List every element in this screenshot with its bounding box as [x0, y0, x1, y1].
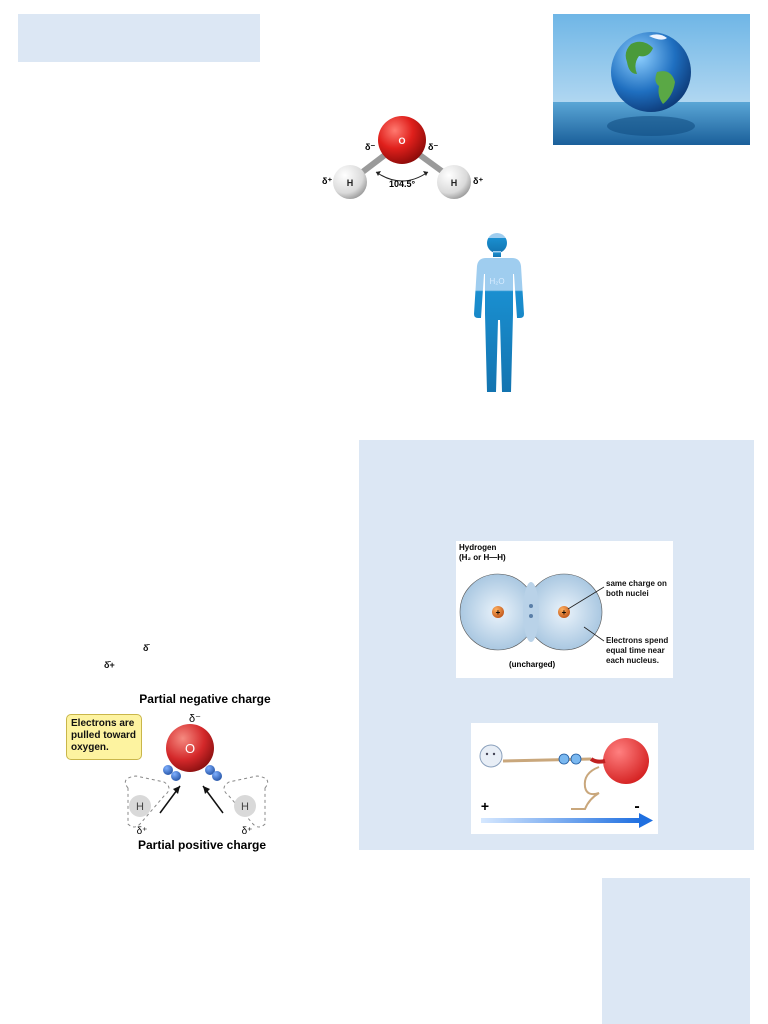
human-water-figure: H₂O	[468, 232, 526, 397]
tug-plus: +	[481, 798, 489, 814]
water-molecule-figure: O H H δ⁻ δ⁻ δ⁺ δ⁺ 104.5°	[318, 112, 493, 207]
partial-negative-title: Partial negative charge	[139, 692, 271, 706]
body-h2o-label: H₂O	[489, 277, 504, 286]
h-right-label: H	[451, 178, 458, 188]
electrons-callout: Electrons are pulled toward oxygen.	[66, 714, 142, 760]
oxygen-label: O	[398, 136, 405, 146]
hydrogen-atom-left	[333, 165, 367, 199]
nucleus-plus-right: +	[562, 608, 567, 617]
polar-water-diagram: Partial negative charge δ⁻ O H H δ⁺ δ⁺ P…	[60, 688, 275, 856]
polar-delta-left: δ⁺	[137, 826, 148, 837]
right-info-panel: Hydrogen (H₂ or H—H) + + (uncharged) sam…	[359, 440, 754, 850]
earth-water-image	[553, 14, 750, 145]
hydrogen-formula: (H₂ or H—H)	[459, 553, 506, 562]
polar-h-right-label: H	[241, 801, 249, 813]
hydrogen-title: Hydrogen	[459, 543, 496, 552]
oxygen-atom	[378, 116, 426, 164]
polar-oxygen-atom	[166, 724, 214, 772]
polar-h-right-atom	[234, 795, 256, 817]
hydrogen-molecule-diagram: Hydrogen (H₂ or H—H) + + (uncharged) sam…	[456, 541, 673, 678]
hydrogen-atom-right	[437, 165, 471, 199]
bottom-right-box	[602, 878, 750, 1024]
polar-oxygen-label: O	[185, 741, 195, 756]
partial-negative-delta: δ⁻	[189, 713, 201, 725]
stray-delta-neg: δ̄	[143, 643, 149, 653]
nucleus-plus-left: +	[496, 608, 501, 617]
tug-of-war-diagram: + -	[471, 723, 658, 834]
tug-minus: -	[634, 798, 639, 815]
stray-delta-pos: δ̄+	[104, 660, 115, 670]
uncharged-label: (uncharged)	[509, 660, 556, 669]
delta-pos-left: δ⁺	[322, 176, 332, 186]
title-box	[18, 14, 260, 62]
electrons-time-callout: Electrons spend equal time near each nuc…	[606, 636, 669, 665]
polar-h-left-atom	[129, 795, 151, 817]
partial-positive-title: Partial positive charge	[138, 838, 266, 852]
h-left-label: H	[347, 178, 354, 188]
delta-pos-right: δ⁺	[473, 176, 483, 186]
same-charge-callout: same charge on both nuclei	[606, 579, 667, 598]
delta-neg-left: δ⁻	[365, 142, 375, 152]
polar-h-left-label: H	[136, 801, 144, 813]
delta-neg-right: δ⁻	[428, 142, 438, 152]
bond-angle-label: 104.5°	[389, 179, 416, 189]
polar-delta-right: δ⁺	[242, 826, 253, 837]
